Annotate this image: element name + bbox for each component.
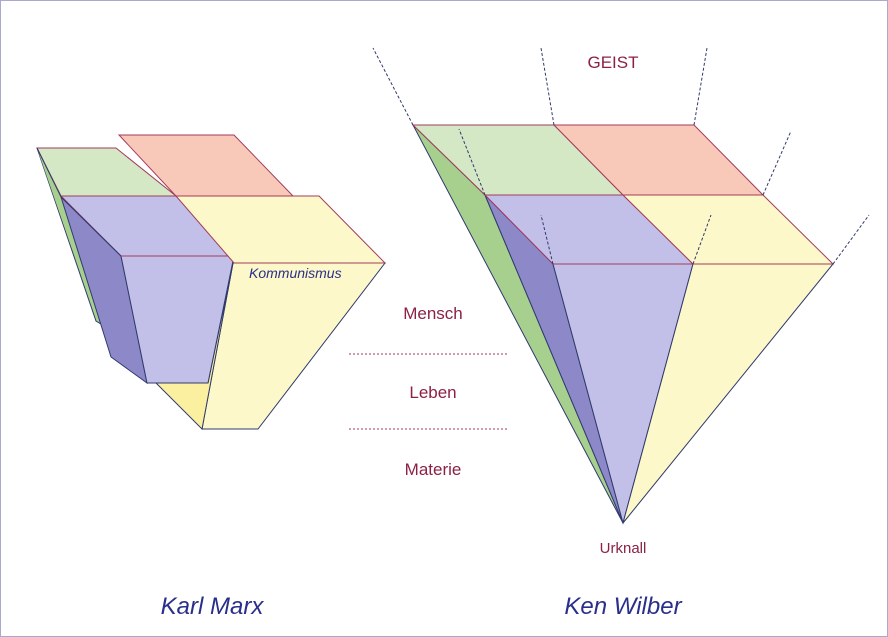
caption-ken-wilber: Ken Wilber	[564, 593, 682, 620]
marx-top-yellow	[174, 195, 387, 264]
label-kommunismus: Kommunismus	[249, 265, 342, 281]
marx-block	[36, 134, 387, 431]
label-urknall: Urknall	[600, 540, 647, 557]
label-geist: GEIST	[587, 53, 638, 72]
marx-yellow-front	[201, 262, 387, 430]
caption-karl-marx: Karl Marx	[161, 593, 265, 620]
wilber-cone	[372, 47, 870, 525]
label-materie: Materie	[405, 460, 462, 479]
label-mensch: Mensch	[403, 304, 463, 323]
marx-outline	[36, 147, 122, 257]
wilber-dashed-lines	[372, 47, 870, 265]
label-leben: Leben	[409, 383, 456, 402]
